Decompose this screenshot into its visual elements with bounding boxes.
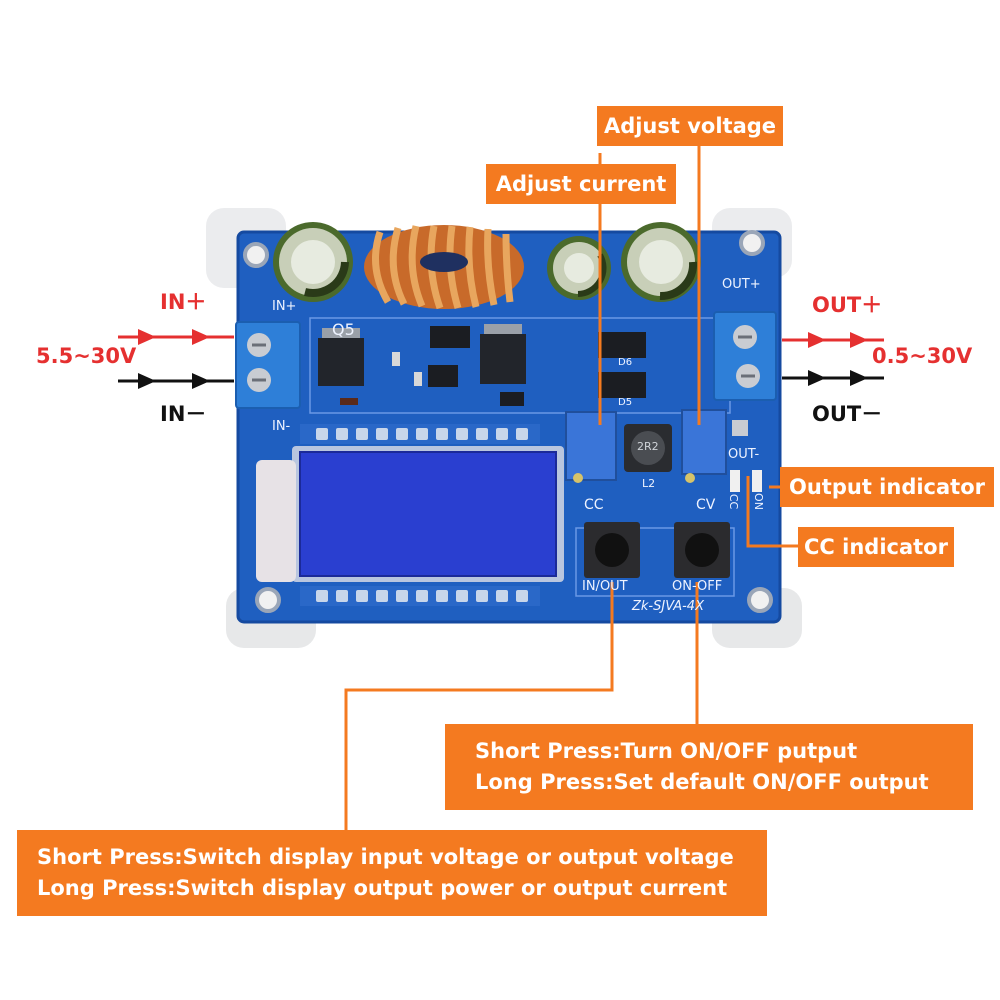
toroid-inductor xyxy=(364,225,524,310)
on-off-short-press: Short Press:Turn ON/OFF putput xyxy=(475,739,858,763)
output-minus-arrow xyxy=(782,370,884,386)
silk-in-out: IN/OUT xyxy=(582,579,628,594)
input-range-label: 5.5~30V xyxy=(36,344,137,368)
in-minus-label: IN－ xyxy=(160,402,207,426)
silk-out-plus: OUT+ xyxy=(722,277,761,292)
silk-cc: CC xyxy=(584,497,604,513)
on-off-long-press: Long Press:Set default ON/OFF output xyxy=(475,770,929,794)
silk-cc-led: CC xyxy=(727,493,741,510)
in-out-long-press: Long Press:Switch display output power o… xyxy=(37,876,728,900)
silk-d6: D6 xyxy=(618,357,633,368)
out-plus-label: OUT＋ xyxy=(812,293,883,317)
silk-q5: Q5 xyxy=(332,320,355,339)
pin-row-bottom xyxy=(316,590,536,602)
silk-cv: CV xyxy=(696,497,716,513)
input-minus-arrow xyxy=(118,373,234,389)
silk-inductor-code: 2R2 xyxy=(637,440,659,453)
silk-model: Zk-SJVA-4X xyxy=(632,599,704,614)
cc-adjust-knob[interactable] xyxy=(566,412,616,480)
on-off-instructions-box: Short Press:Turn ON/OFF putput Long Pres… xyxy=(445,724,973,810)
cv-trimmer xyxy=(681,409,727,483)
on-off-button[interactable] xyxy=(674,522,730,578)
capacitor-left xyxy=(273,222,353,302)
in-out-button-graphic xyxy=(584,522,640,578)
silk-in-plus: IN+ xyxy=(272,299,297,314)
in-plus-label: IN＋ xyxy=(160,290,207,314)
capacitor-right xyxy=(621,222,701,302)
cv-adjust-knob[interactable] xyxy=(682,410,726,474)
in-out-instructions-box: Short Press:Switch display input voltage… xyxy=(17,830,767,916)
silk-out-minus: OUT- xyxy=(728,447,760,462)
output-terminal xyxy=(713,311,777,401)
pin-row-top xyxy=(316,428,536,440)
in-out-short-press: Short Press:Switch display input voltage… xyxy=(37,845,734,869)
cc-trimmer xyxy=(565,411,617,483)
silk-d5: D5 xyxy=(618,397,633,408)
out-minus-label: OUT－ xyxy=(812,402,883,426)
adjust-voltage-callout: Adjust voltage xyxy=(597,106,783,146)
capacitor-mid xyxy=(547,236,611,300)
output-indicator-callout: Output indicator xyxy=(780,467,994,507)
output-plus-arrow xyxy=(782,332,884,348)
in-out-button[interactable] xyxy=(584,522,640,578)
lcd-display xyxy=(292,446,564,582)
cc-indicator-callout: CC indicator xyxy=(798,527,954,567)
on-off-button-graphic xyxy=(674,522,730,578)
adjust-current-callout: Adjust current xyxy=(486,164,676,204)
silk-on-off: ON-OFF xyxy=(672,579,723,594)
input-plus-arrow xyxy=(118,329,234,345)
output-range-label: 0.5~30V xyxy=(872,344,973,368)
silk-in-minus: IN- xyxy=(272,419,291,434)
silk-l2: L2 xyxy=(642,477,656,490)
input-terminal xyxy=(235,321,301,409)
silk-on-led: ON xyxy=(751,493,765,510)
